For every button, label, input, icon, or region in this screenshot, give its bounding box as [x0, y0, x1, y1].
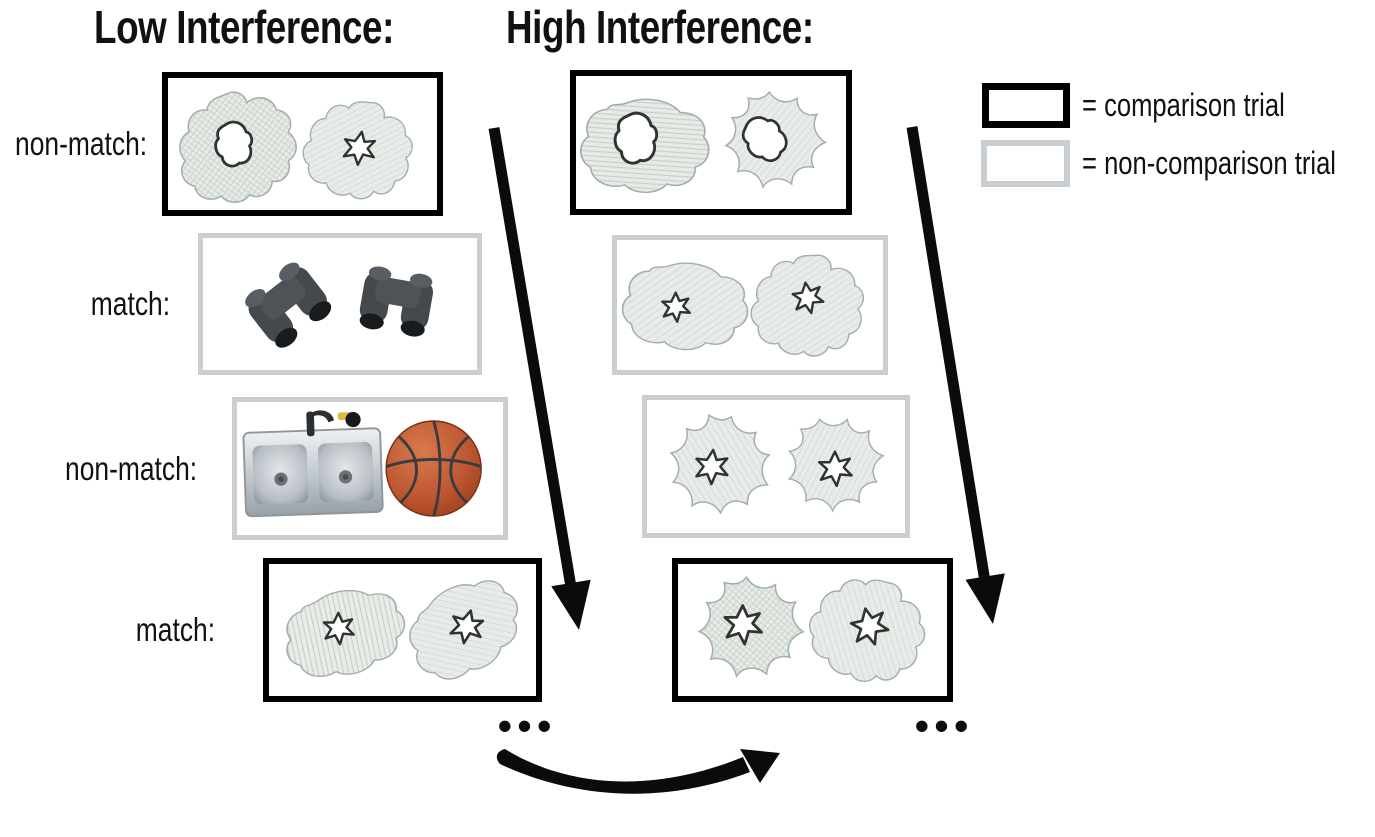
sequence-arrow-high: [906, 126, 1005, 624]
legend-label-comparison-text: = comparison trial: [1082, 87, 1285, 123]
trial-label-row3-text: non-match:: [64, 449, 197, 487]
legend-swatch-comparison: [982, 83, 1070, 128]
trial-label-row1-text: non-match:: [14, 125, 147, 162]
sink-icon: [242, 410, 384, 518]
trial-box-high-4-comparison: [672, 558, 953, 702]
trial-label-row4-text: match:: [135, 611, 215, 648]
sink-and-basketball-icon: [242, 410, 482, 518]
trial-label-row1: non-match:: [0, 72, 147, 216]
abstract-shapes-icon: [170, 83, 425, 210]
column-title-low: Low Interference:: [94, 0, 469, 54]
trial-box-high-2-noncomparison: [612, 235, 888, 375]
abstract-shapes-icon: [695, 564, 943, 696]
binoculars-icon: [239, 257, 437, 353]
trial-box-low-1-comparison: [162, 72, 443, 216]
continuation-dots-high: •••: [884, 705, 1004, 747]
trial-label-row2-text: match:: [90, 285, 170, 322]
abstract-shapes-icon: [659, 403, 896, 524]
abstract-shapes-icon: [577, 86, 831, 198]
legend-swatch-non-comparison: [981, 140, 1070, 187]
abstract-shapes-icon: [618, 243, 874, 368]
trial-label-row2: match:: [0, 233, 170, 375]
transition-arrow: [496, 749, 780, 794]
trial-label-row4: match:: [0, 558, 215, 702]
trial-box-high-3-noncomparison: [642, 395, 910, 538]
ellipsis-icon: •••: [914, 702, 974, 749]
trial-box-low-4-comparison: [263, 558, 542, 702]
legend-label-non-comparison: = non-comparison trial: [1082, 140, 1375, 187]
column-title-high: High Interference:: [506, 0, 891, 54]
trial-box-high-1-comparison: [570, 70, 852, 215]
column-title-high-text: High Interference:: [506, 1, 814, 53]
legend-label-comparison: = comparison trial: [1082, 83, 1335, 128]
ellipsis-icon: •••: [497, 702, 557, 749]
basketball-icon: [385, 420, 482, 517]
trial-label-row3: non-match:: [0, 397, 197, 540]
abstract-shapes-icon: [276, 564, 536, 696]
trial-box-low-3-noncomparison: [232, 397, 508, 540]
trial-box-low-2-noncomparison: [198, 233, 482, 375]
column-title-low-text: Low Interference:: [94, 1, 394, 53]
legend-label-non-comparison-text: = non-comparison trial: [1082, 145, 1336, 181]
continuation-dots-low: •••: [467, 705, 587, 747]
